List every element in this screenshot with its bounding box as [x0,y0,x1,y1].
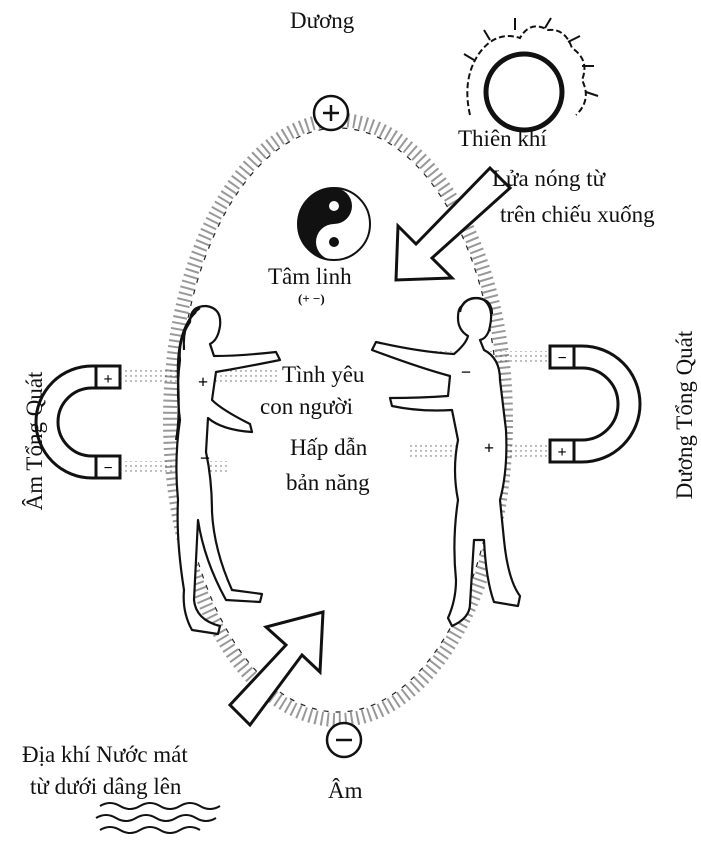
label-dia-khi-1: Địa khí Nước mát [22,742,188,768]
yin-yang-icon [298,188,370,260]
svg-text:+: + [557,444,566,461]
label-thien-khi: Thiên khí [458,126,547,152]
label-hap-dan-1: Hấp dẫn [290,435,367,461]
label-tam-linh-sign: (+ −) [298,292,325,307]
label-tinh-yeu-2: con người [260,394,353,420]
label-hap-dan-2: bản năng [286,470,370,496]
water-waves-icon [96,803,220,833]
label-duong-tong-quat: Dương Tổng Quát [672,320,698,510]
svg-text:+: + [103,371,112,388]
svg-text:+: + [484,438,494,458]
label-am-tong-quat: Âm Tổng Quát [22,356,48,526]
label-duong: Dương [290,8,354,34]
arrow-up-icon [230,612,323,725]
label-tinh-yeu-1: Tình yêu [282,362,364,388]
svg-text:−: − [200,448,210,468]
plus-node-top [314,96,348,130]
sun-icon [464,18,598,130]
label-tam-linh: Tâm linh [268,264,352,290]
svg-text:−: − [461,362,471,382]
male-figure [372,298,520,626]
label-am: Âm [328,778,363,804]
svg-text:−: − [103,460,112,477]
label-dia-khi-2: từ dưới dâng lên [30,774,181,800]
magnet-right-icon: − + [550,346,640,462]
svg-text:+: + [198,372,208,392]
svg-text:−: − [557,350,566,367]
label-lua-nong-2: trên chiếu xuống [500,202,655,228]
minus-node-bottom [327,723,361,757]
magnet-left-icon: + − [36,366,120,478]
label-lua-nong-1: Lửa nóng từ [492,166,605,192]
